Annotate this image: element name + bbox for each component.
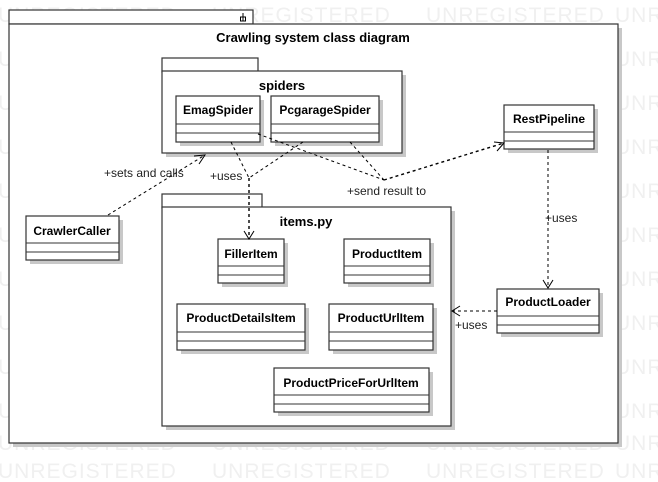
class-product-details-item[interactable]: ProductDetailsItem [176, 303, 309, 354]
watermark-text: UNREGISTERED [212, 4, 391, 27]
watermark-text: UNREGISTERED [615, 48, 658, 71]
watermark-text: UNREGISTERED [615, 312, 658, 335]
class-name: CrawlerCaller [33, 224, 111, 238]
class-name: FillerItem [224, 247, 277, 261]
watermark-text: UNREGISTERED [615, 136, 658, 159]
package-spiders-label: spiders [259, 78, 305, 93]
watermark-text: UNREGISTERED [212, 460, 391, 482]
watermark-text: UNREGISTERED [615, 180, 658, 203]
class-name: ProductPriceForUrlItem [283, 376, 418, 390]
watermark-text: UNREGISTERED [426, 460, 605, 482]
watermark-text: UNREGISTERED [0, 460, 177, 482]
class-name: RestPipeline [513, 112, 585, 126]
class-name: ProductItem [352, 247, 422, 261]
label-send-result-to: +send result to [347, 184, 426, 198]
watermark-text: UNREGISTERED [615, 356, 658, 379]
class-product-price-for-url-item[interactable]: ProductPriceForUrlItem [273, 367, 433, 416]
class-pcgarage-spider[interactable]: PcgarageSpider [270, 95, 383, 146]
class-crawler-caller[interactable]: CrawlerCaller [25, 215, 123, 264]
label-uses-pipeline-loader: +uses [545, 211, 577, 225]
label-sets-and-calls: +sets and calls [104, 166, 184, 180]
frame-title: Crawling system class diagram [216, 30, 410, 45]
class-name: ProductLoader [505, 295, 591, 309]
watermark-text: UNREGISTERED [615, 460, 658, 482]
class-product-loader[interactable]: ProductLoader [496, 288, 603, 337]
label-uses-loader-items: +uses [455, 318, 487, 332]
frame-fork-icon [240, 13, 246, 22]
package-items-label: items.py [280, 214, 334, 229]
class-product-item[interactable]: ProductItem [343, 238, 434, 287]
class-name: ProductDetailsItem [186, 311, 295, 325]
class-filler-item[interactable]: FillerItem [217, 238, 288, 287]
class-name: EmagSpider [183, 103, 253, 117]
dependency-send-result-to[interactable] [257, 133, 506, 181]
dependency-sets-and-calls[interactable] [107, 154, 206, 216]
class-product-url-item[interactable]: ProductUrlItem [328, 303, 437, 354]
dependency-spiders-uses-items[interactable] [230, 141, 304, 240]
watermark-text: UNREGISTERED [615, 432, 658, 455]
dependency-loader-uses-items[interactable] [451, 305, 497, 317]
watermark-text: UNREGISTERED [615, 4, 658, 27]
class-name: PcgarageSpider [279, 103, 371, 117]
class-emag-spider[interactable]: EmagSpider [175, 95, 264, 146]
watermark-text: UNREGISTERED [615, 400, 658, 423]
watermark-text: UNREGISTERED [615, 224, 658, 247]
class-rest-pipeline[interactable]: RestPipeline [503, 104, 598, 153]
dependency-pipeline-uses-loader[interactable] [542, 150, 554, 289]
watermark-text: UNREGISTERED [426, 4, 605, 27]
watermark-text: UNREGISTERED [615, 92, 658, 115]
label-uses-spiders-items: +uses [210, 169, 242, 183]
watermark-text: UNREGISTERED [615, 268, 658, 291]
class-name: ProductUrlItem [338, 311, 425, 325]
